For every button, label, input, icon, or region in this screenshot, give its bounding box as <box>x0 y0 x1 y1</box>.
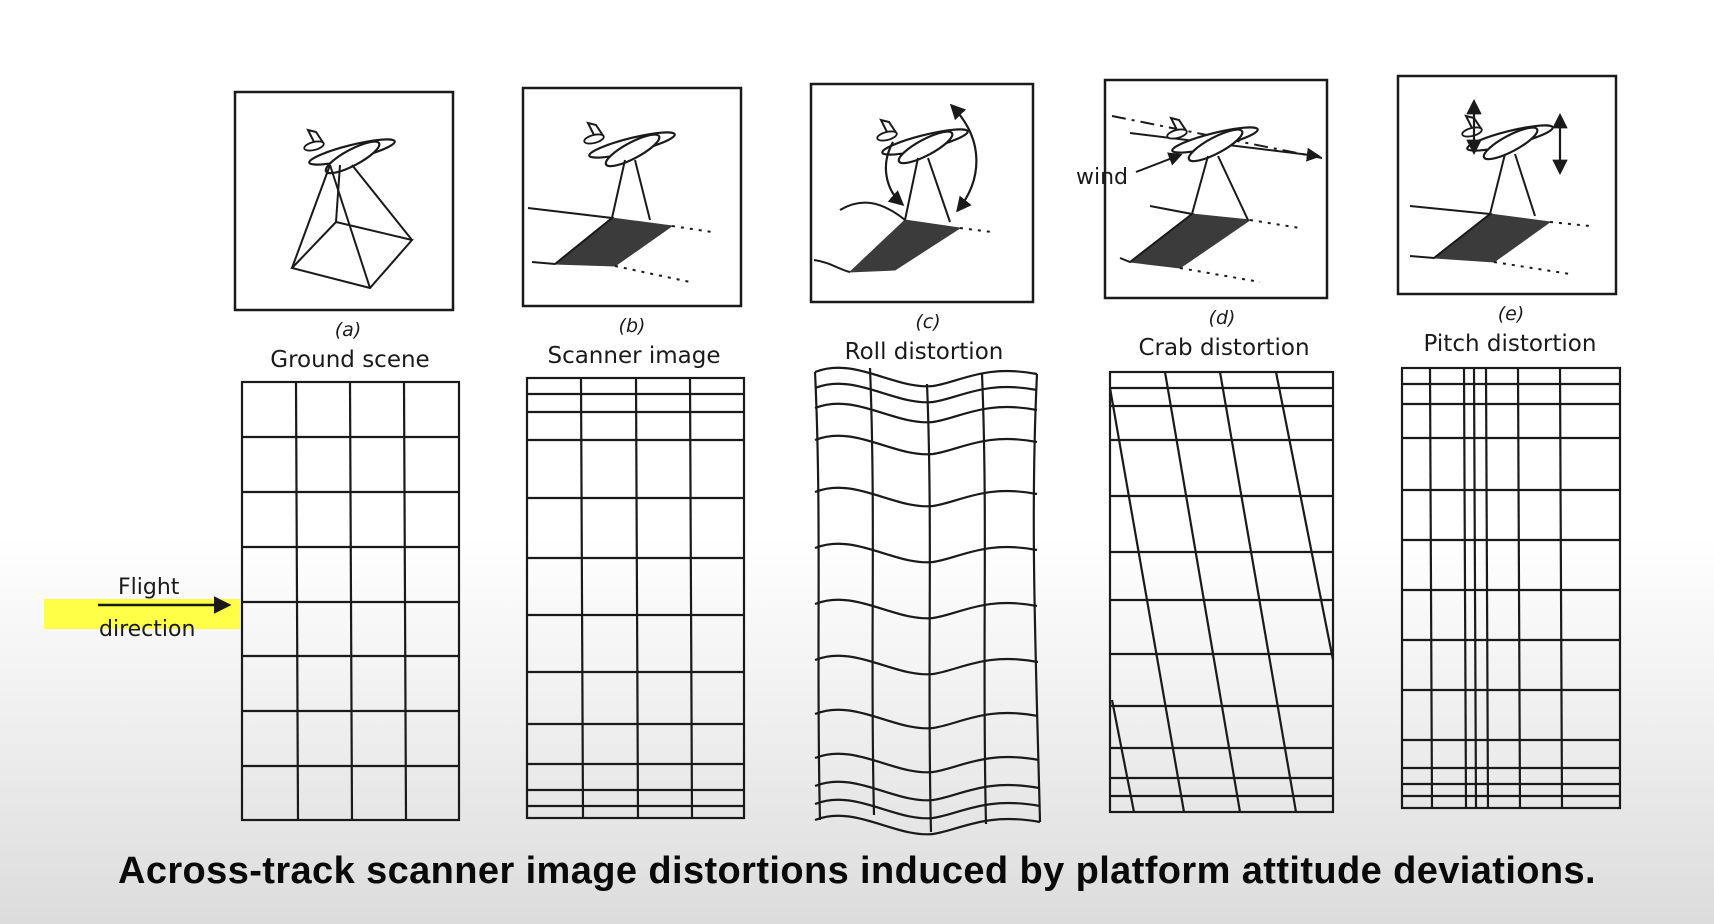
scan-swath <box>527 159 713 283</box>
airplane-icon <box>302 128 398 180</box>
ground-grid <box>240 380 461 822</box>
panel-letter: (b) <box>619 315 646 337</box>
panel-pitch-distortion: (e) Pitch distortion <box>1396 74 1622 810</box>
wind-arrow-icon <box>1135 152 1183 173</box>
illustration-frame <box>1396 74 1618 296</box>
panel-letter: (e) <box>1498 303 1525 325</box>
illustration-frame <box>233 90 455 312</box>
scan-swath <box>813 157 993 273</box>
rotation-arrow-icon <box>949 103 978 213</box>
panel-caption: Roll distortion <box>845 339 1004 365</box>
airplane-icon <box>1460 114 1556 166</box>
airplane-icon <box>1165 116 1261 168</box>
panel-scanner-image: (b) Scanner image <box>521 86 746 820</box>
panel-roll-distortion: (c) Roll distortion <box>809 82 1042 836</box>
panel-caption: Pitch distortion <box>1424 331 1597 357</box>
rotation-arrow-icon <box>884 141 905 207</box>
crab-grid <box>1108 370 1335 814</box>
scan-swath <box>1119 155 1301 283</box>
illustration-frame <box>521 86 743 308</box>
panel-caption: Scanner image <box>547 343 720 369</box>
scanner-grid <box>525 376 746 820</box>
panel-letter: (c) <box>915 311 940 333</box>
wind-label: wind <box>1076 165 1128 190</box>
illustration-frame <box>1103 78 1329 300</box>
roll-grid <box>813 366 1042 836</box>
panel-letter: (d) <box>1209 307 1236 329</box>
pitch-grid <box>1400 366 1622 810</box>
panel-crab-distortion: wind (d) Crab distortion <box>1076 78 1335 814</box>
panel-caption: Crab distortion <box>1138 335 1309 361</box>
flight-direction-line2: direction <box>99 617 195 642</box>
panel-letter: (a) <box>335 319 361 341</box>
airplane-icon <box>582 121 678 173</box>
airplane-icon <box>875 118 971 170</box>
figure-caption: Across-track scanner image distortions i… <box>117 850 1597 892</box>
panel-caption: Ground scene <box>270 347 429 373</box>
illustration-frame <box>809 82 1035 304</box>
scan-footprint <box>290 164 414 290</box>
scan-swath <box>1409 153 1591 275</box>
panel-ground-scene: (a) Ground scene <box>233 90 461 822</box>
flight-direction-line1: Flight <box>118 575 180 600</box>
